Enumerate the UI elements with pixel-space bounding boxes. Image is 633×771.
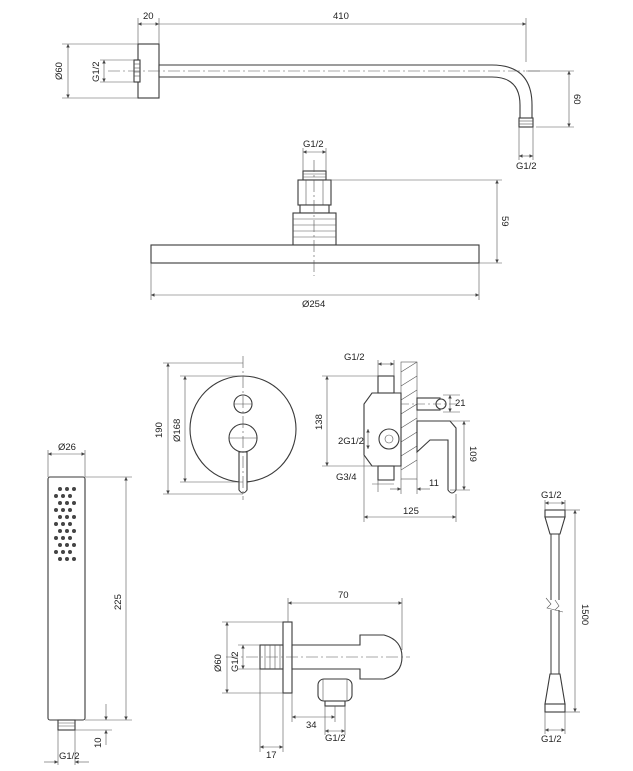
arm-diameter-label: Ø60 — [54, 62, 65, 80]
wall-elbow-view: 70 Ø60 G1/2 34 G1/2 17 — [213, 590, 410, 761]
elbow-offset-label: 34 — [306, 720, 317, 731]
head-thread — [302, 170, 327, 181]
head-height-label: 59 — [499, 216, 510, 227]
valve-handle-side — [416, 420, 457, 494]
head-thread-label: G1/2 — [303, 139, 324, 150]
arm-width-label: 20 — [143, 11, 154, 22]
arm-drop-label: 60 — [571, 94, 582, 105]
valve-small-label: 21 — [455, 398, 466, 409]
hand-shower-thread — [57, 719, 76, 731]
head-joint — [292, 212, 337, 246]
hand-length-label: 225 — [113, 594, 124, 610]
hose-thread-top-label: G1/2 — [541, 490, 562, 501]
valve-thread-top-label: G1/2 — [344, 352, 365, 363]
elbow-wall-flange — [282, 621, 293, 694]
elbow-length-label: 70 — [338, 590, 349, 601]
elbow-thread-label: G1/2 — [230, 651, 241, 672]
hand-shower-view: Ø26 225 10 G1/2 — [44, 442, 132, 765]
hose-length-label: 1500 — [579, 604, 590, 625]
valve-thread-bottom-label: G3/4 — [336, 472, 357, 483]
elbow-outlet-thread-label: G1/2 — [325, 733, 346, 744]
hand-diameter-label: Ø26 — [58, 442, 76, 453]
hose-break-mark — [545, 597, 564, 613]
elbow-depth-label: 17 — [266, 750, 277, 761]
valve-body — [363, 392, 402, 467]
valve-bottom-outlet — [377, 465, 395, 481]
plate-diameter-label: Ø168 — [172, 419, 183, 442]
hose-bottom-nut — [544, 703, 566, 713]
hand-shower-body — [47, 476, 86, 721]
hand-shower-nozzles — [54, 487, 76, 561]
valve-thread-mid-label: 2G1/2 — [338, 436, 364, 447]
valve-offset-label: 109 — [467, 446, 478, 462]
hand-thread-length-label: 10 — [93, 737, 104, 748]
elbow-diameter-label: Ø60 — [213, 654, 224, 672]
shower-arm-view: 20 410 Ø60 G1/2 60 G1/2 — [54, 11, 582, 172]
arm-thread-label: G1/2 — [91, 61, 102, 82]
arm-pipe — [158, 64, 533, 119]
head-nut — [297, 179, 332, 206]
plate-height-label: 190 — [154, 422, 165, 438]
shower-hose-view: G1/2 1500 G1/2 — [541, 490, 590, 745]
arm-outlet-thread-label: G1/2 — [516, 161, 537, 172]
mixer-side-view: G1/2 138 21 2G1/2 109 G3/4 11 125 — [314, 352, 478, 522]
valve-width-label: 125 — [403, 506, 419, 517]
valve-top-inlet — [377, 375, 395, 394]
hand-thread-label: G1/2 — [59, 751, 80, 762]
head-disc — [150, 244, 480, 264]
arm-length-label: 410 — [333, 11, 349, 22]
hose-thread-bottom-label: G1/2 — [541, 734, 562, 745]
valve-mid-port — [378, 428, 400, 450]
arm-outlet-thread — [518, 117, 534, 128]
head-diameter-label: Ø254 — [302, 299, 325, 310]
valve-wall-label: 11 — [429, 478, 439, 489]
hose-top-cone — [544, 516, 566, 535]
valve-depth-label: 138 — [314, 414, 325, 430]
hose-bottom-cone — [544, 673, 566, 705]
mixer-front-view: 190 Ø168 — [154, 356, 297, 500]
head-swivel — [299, 204, 330, 214]
hose-top-nut — [544, 509, 566, 518]
shower-head-view: G1/2 59 Ø254 — [150, 139, 510, 310]
